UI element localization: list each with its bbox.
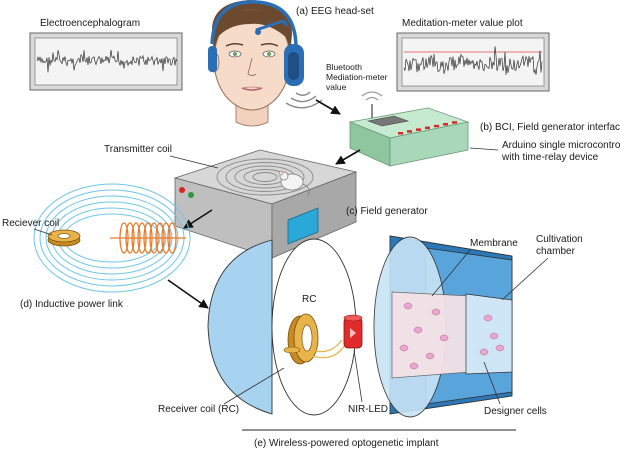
designer-cell (479, 348, 489, 356)
mouse-icon (278, 170, 310, 197)
rc-coil-icon (283, 313, 345, 365)
meditation-plot-label: Meditation-meter value plot (402, 18, 523, 29)
rc-pointer-line (223, 367, 285, 405)
eeg-trace (36, 49, 178, 73)
bci-label: (b) BCI, Field generator interface (480, 122, 620, 133)
designer-cell (495, 344, 505, 352)
designer-cell (483, 314, 493, 322)
designer-cell (413, 326, 423, 334)
designer-cell (403, 302, 413, 310)
board-led (452, 121, 457, 124)
field-generator-box (173, 149, 358, 259)
rc-label: RC (302, 294, 316, 305)
meditation-trace (403, 46, 543, 75)
designer-cell (439, 334, 449, 342)
transmitter-coil-icon (110, 222, 186, 254)
board-led (407, 130, 412, 133)
receiver-coil-label: Reciever coil (2, 218, 59, 229)
nir-led-label: NIR-LED (348, 404, 388, 415)
implant-left-dome (207, 238, 357, 416)
board-led (416, 128, 421, 131)
head-illustration (208, 0, 292, 127)
membrane-label: Membrane (470, 238, 518, 249)
receiver-coil-icon (47, 229, 81, 247)
board-led (443, 123, 448, 126)
eeg-headset-icon (208, 0, 304, 86)
cultivation-pointer-line (501, 257, 549, 301)
designer-cell (409, 362, 419, 370)
board-led (434, 124, 439, 128)
designer-cells-label: Designer cells (484, 406, 547, 417)
board-led (398, 132, 403, 135)
green-button-icon (188, 192, 194, 198)
electroencephalogram-label: Electroencephalogram (40, 18, 140, 29)
field-generator-label: (c) Field generator (346, 206, 428, 217)
membrane-pointer-line (431, 249, 471, 297)
eeg-headset-label: (a) EEG head-set (296, 6, 374, 17)
implant-caption: (e) Wireless-powered optogenetic implant (254, 438, 439, 449)
cells-pointer-line (483, 361, 501, 405)
designer-cell (425, 352, 435, 360)
board-led (425, 126, 430, 130)
led-pointer-line (353, 349, 363, 403)
arrow-generator-to-coils (183, 209, 213, 229)
arrow-to-implant (167, 279, 209, 309)
arrow-board-to-generator (335, 149, 361, 165)
cultivation-chamber (373, 235, 513, 418)
arduino-pointer-line (469, 147, 499, 151)
cultivation-label: Cultivation chamber (536, 234, 585, 257)
membrane-panel (391, 291, 471, 379)
inductive-link-label: (d) Inductive power link (20, 299, 124, 310)
transmitter-coil-label: Transmitter coil (104, 144, 172, 155)
red-button-icon (179, 187, 185, 193)
designer-cell (399, 344, 409, 352)
arduino-board (348, 91, 470, 167)
eeg-plot-panel (29, 32, 183, 91)
designer-cell (431, 308, 441, 316)
nir-led-icon (343, 314, 363, 349)
arduino-label: Arduino single microcontroler with time-… (501, 140, 620, 163)
arrow-headset-to-board (315, 99, 341, 115)
bluetooth-label: Bluetooth Mediation-meter value (326, 62, 390, 92)
generator-display (287, 207, 319, 245)
meditation-plot-panel (396, 32, 550, 92)
designer-cells-group (399, 302, 505, 370)
transmitter-pointer-line (169, 155, 219, 169)
receiver-pointer-line (33, 228, 53, 236)
receiver-coil-rc-label: Receiver coil (RC) (158, 404, 239, 415)
designer-cell (489, 332, 499, 340)
